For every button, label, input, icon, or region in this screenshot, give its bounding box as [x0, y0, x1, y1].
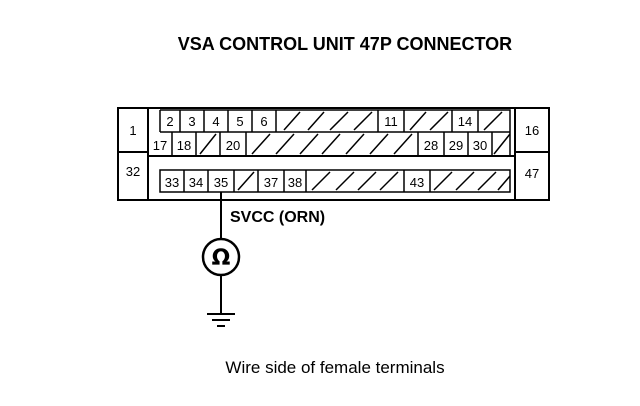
- pin-20: 20: [226, 138, 240, 153]
- connector-body: [117, 107, 550, 201]
- pin-28: 28: [424, 138, 438, 153]
- pin-33: 33: [165, 175, 179, 190]
- pin-4: 4: [212, 114, 219, 129]
- pin-17: 17: [153, 138, 167, 153]
- pin-11: 11: [384, 114, 398, 129]
- pin-32: 32: [126, 164, 140, 179]
- diagram-caption: Wire side of female terminals: [225, 358, 444, 377]
- ohm-symbol: Ω: [212, 246, 231, 271]
- pin-35: 35: [214, 175, 228, 190]
- pin-38: 38: [288, 175, 302, 190]
- wire-label: SVCC (ORN): [230, 209, 325, 226]
- pin-18: 18: [177, 138, 191, 153]
- row-1-grid: [159, 109, 511, 133]
- pin-2: 2: [166, 114, 173, 129]
- pin-5: 5: [236, 114, 243, 129]
- pin-14: 14: [458, 114, 472, 129]
- pin-37: 37: [264, 175, 278, 190]
- row-3-grid: [159, 169, 511, 193]
- diagram-title: VSA CONTROL UNIT 47P CONNECTOR: [178, 34, 512, 54]
- pin-labels: 1 2 3 4 5 6 11 14 16 17 18 20 28 29 30 3…: [126, 114, 539, 190]
- pin-6: 6: [260, 114, 267, 129]
- pin-3: 3: [188, 114, 195, 129]
- pin-29: 29: [449, 138, 463, 153]
- pin-47: 47: [525, 166, 539, 181]
- pin-1: 1: [129, 123, 136, 138]
- pin-30: 30: [473, 138, 487, 153]
- pin-43: 43: [410, 175, 424, 190]
- ground-icon: [207, 313, 235, 327]
- row-2-grid: [147, 132, 511, 156]
- pin-16: 16: [525, 123, 539, 138]
- ohmmeter-icon: Ω: [201, 237, 241, 277]
- pin-34: 34: [189, 175, 203, 190]
